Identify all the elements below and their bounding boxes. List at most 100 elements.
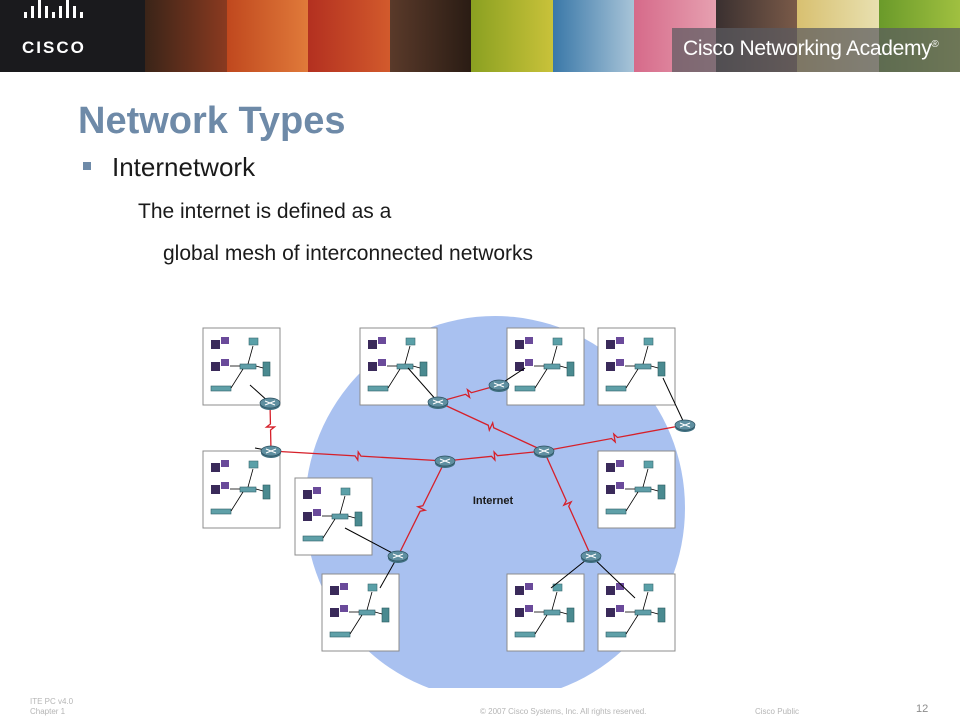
switch-icon [358,609,376,616]
lan-cable [387,368,401,389]
lan-network-4 [597,327,676,406]
lan-router-cable [662,377,686,426]
wan-serial-link [444,450,545,462]
lan-router-cable [344,527,399,557]
server-monitor-icon [367,583,378,592]
monitor-icon [525,337,533,344]
server-monitor-icon [248,460,259,469]
server-icon [566,607,575,623]
lan-network-3 [506,327,585,406]
printer-icon [329,631,351,638]
lan-cable [412,365,421,369]
lan-cable [339,495,346,515]
workstation-icon [606,586,615,595]
monitor-icon [616,359,624,366]
lan-cable [374,611,383,615]
workstation-icon [303,512,312,521]
workstation-icon [303,490,312,499]
server-icon [354,511,363,527]
printer-icon [210,385,232,392]
wan-serial-link [264,402,277,452]
printer-icon [605,385,627,392]
wan-serial-link [543,424,686,452]
lan-cable [247,345,254,365]
academy-band [672,28,960,72]
workstation-icon [606,485,615,494]
lan-cable [322,518,336,539]
definition-line-1: The internet is defined as a [138,200,392,223]
lan-router-cable [407,367,439,403]
internet-label: Internet [473,495,514,507]
lan-cable [255,365,264,369]
router-icon [674,419,696,432]
monitor-icon [616,460,624,467]
monitor-icon [340,583,348,590]
switch-icon [543,609,561,616]
lan-cable [255,488,264,492]
lan-network-7 [597,450,676,529]
server-monitor-icon [552,337,563,346]
slide-title: Network Types [78,100,346,142]
switch-icon [634,363,652,370]
monitor-icon [313,487,321,494]
server-icon [262,484,271,500]
printer-icon [367,385,389,392]
footer-copyright: © 2007 Cisco Systems, Inc. All rights re… [480,707,647,716]
router-icon [427,396,449,409]
workstation-icon [515,608,524,617]
workstation-icon [606,362,615,371]
lan-network-6 [294,477,373,556]
server-monitor-icon [643,460,654,469]
router-icon [259,397,281,410]
workstation-icon [606,340,615,349]
printer-icon [605,508,627,515]
server-monitor-icon [340,487,351,496]
monitor-icon [221,337,229,344]
footer-classification: Cisco Public [755,707,800,716]
internet-cloud [305,316,685,688]
lan-cable [642,591,649,611]
monitor-icon [616,337,624,344]
server-icon [381,607,390,623]
lan-cable [650,488,659,492]
printer-icon [605,631,627,638]
page-number: 12 [916,703,929,715]
monitor-icon [616,605,624,612]
switch-icon [396,363,414,370]
wan-serial-link [543,450,592,557]
server-icon [262,361,271,377]
lan-cable [349,614,363,635]
router-icon [387,550,409,563]
monitor-icon [221,482,229,489]
workstation-icon [368,362,377,371]
lan-cable [230,368,244,389]
monitor-icon [525,583,533,590]
header-banner: CISCO Cisco Networking Academy® [0,0,960,72]
monitor-icon [525,359,533,366]
lan-cable [347,515,356,519]
workstation-icon [330,608,339,617]
internetwork-diagram: Internet [202,316,696,688]
workstation-icon [515,362,524,371]
lan-network-1 [202,327,281,406]
lan-cable [650,365,659,369]
server-monitor-icon [405,337,416,346]
lan-cable [642,468,649,488]
workstation-icon [606,608,615,617]
workstation-icon [368,340,377,349]
monitor-icon [378,337,386,344]
lan-network-9 [506,573,585,652]
switch-icon [634,609,652,616]
monitor-icon [221,460,229,467]
switch-icon [239,363,257,370]
lan-network-8 [321,573,400,652]
lan-cable [366,591,373,611]
router-icon [260,445,282,458]
router-icon [533,445,555,458]
workstation-icon [211,362,220,371]
switch-icon [634,486,652,493]
server-monitor-icon [643,337,654,346]
router-icon [488,379,510,392]
lan-cable [551,591,558,611]
workstation-icon [211,340,220,349]
